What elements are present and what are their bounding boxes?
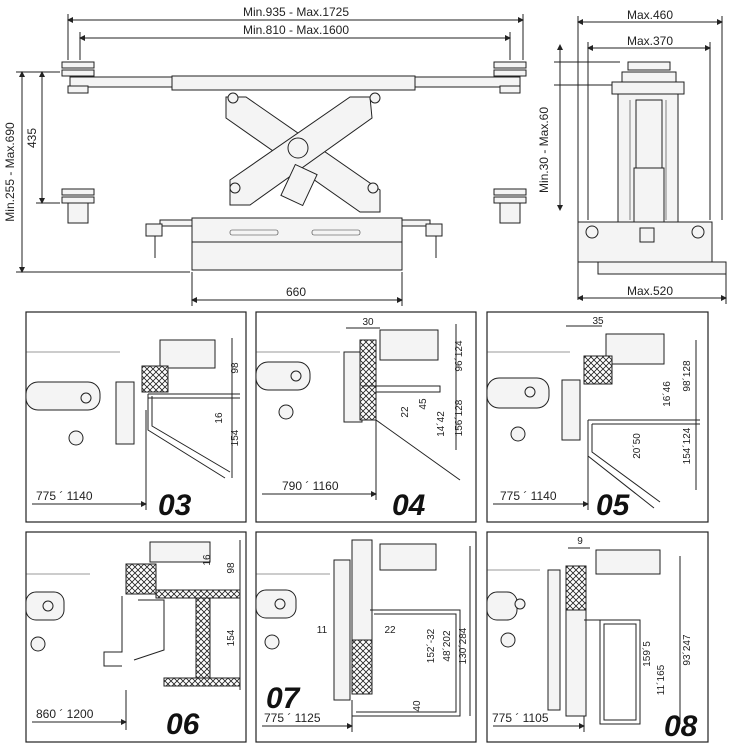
svg-text:11: 11	[317, 625, 328, 636]
svg-text:20´50: 20´50	[631, 433, 643, 459]
svg-text:48´202: 48´202	[441, 630, 453, 662]
bottom-right-pad	[493, 188, 527, 224]
right-foot	[425, 223, 443, 237]
arm-height-label: 435	[25, 128, 39, 148]
svg-text:16: 16	[214, 412, 225, 424]
detail-panel-08: 9 11´165 159´5 93´247 775 ´ 1105 08	[486, 531, 709, 743]
detail-panel-06: 16 98 154 860 ´ 1200 06	[25, 531, 247, 743]
side-base-width-label: Max.520	[627, 284, 673, 298]
svg-text:35: 35	[592, 316, 604, 327]
detail-08-range: 775 ´ 1105	[492, 711, 549, 725]
svg-text:96´124: 96´124	[453, 340, 465, 372]
detail-panel-05: 35 98´128 16´46 20´50 154´124 775 ´ 1140…	[486, 311, 709, 523]
detail-panel-07: 11 22 152´-32 48´202 130´284 40 775 ´ 11…	[255, 531, 477, 743]
svg-text:14´42: 14´42	[435, 411, 447, 437]
side-top-width-label: Max.460	[627, 8, 673, 22]
svg-text:130´284: 130´284	[457, 627, 469, 664]
svg-text:152´-32: 152´-32	[425, 628, 437, 663]
base-housing	[191, 241, 403, 271]
detail-panel-04: 30 96´124 22 45 14´42 156´128 790 ´ 1160…	[255, 311, 477, 523]
rubber-block	[125, 563, 157, 595]
detail-03-range: 775 ´ 1140	[36, 489, 93, 503]
svg-text:156´128: 156´128	[453, 399, 465, 436]
detail-06-label: 06	[166, 708, 200, 741]
upper-frame	[171, 75, 416, 91]
detail-04-label: 04	[392, 489, 426, 522]
detail-05-range: 775 ´ 1140	[500, 489, 557, 503]
top-left-pad	[61, 61, 95, 94]
bottom-left-pad	[61, 188, 95, 224]
pad-span-label: Min.810 - Max.1600	[243, 23, 349, 37]
svg-text:9: 9	[577, 536, 583, 547]
svg-text:154: 154	[226, 629, 237, 646]
rubber-block	[141, 365, 169, 393]
side-top-pad	[627, 61, 671, 71]
base-width-label: 660	[286, 285, 306, 299]
svg-text:16´46: 16´46	[661, 381, 673, 407]
side-pad-height-label: Min.30 - Max.60	[537, 107, 551, 193]
side-view: Max.460 Max.370 Min.30 - Max.60 Max.520	[537, 8, 727, 304]
svg-text:93´247: 93´247	[681, 634, 693, 666]
svg-text:40: 40	[412, 700, 423, 712]
detail-06-range: 860 ´ 1200	[36, 707, 94, 721]
svg-text:98: 98	[230, 362, 241, 374]
top-right-pad	[493, 61, 527, 94]
svg-text:98´128: 98´128	[681, 360, 693, 392]
svg-text:154´124: 154´124	[681, 427, 693, 464]
left-foot	[145, 223, 163, 237]
detail-08-label: 08	[664, 710, 698, 743]
detail-panel-03: 98 16 154 775 ´ 1140 03	[25, 311, 247, 523]
height-range-label: Min.255 - Max.690	[3, 122, 17, 222]
svg-text:11´165: 11´165	[655, 664, 667, 695]
overall-width-label: Min.935 - Max.1725	[243, 5, 349, 19]
svg-text:22: 22	[400, 406, 411, 418]
scissor-mechanism	[225, 92, 381, 213]
main-front-view: Min.935 - Max.1725 Min.810 - Max.1600 Mi…	[3, 5, 527, 306]
svg-text:45: 45	[418, 398, 429, 410]
svg-text:16: 16	[202, 554, 213, 566]
detail-03-label: 03	[158, 489, 192, 522]
svg-text:30: 30	[362, 317, 374, 328]
detail-07-range: 775 ´ 1125	[264, 711, 321, 725]
rubber-block	[359, 339, 377, 421]
svg-text:98: 98	[226, 562, 237, 574]
svg-text:22: 22	[384, 625, 396, 636]
rubber-block	[583, 355, 613, 385]
detail-04-range: 790 ´ 1160	[282, 479, 339, 493]
rubber-block	[565, 565, 587, 611]
detail-07-label: 07	[266, 682, 301, 715]
rubber-block	[351, 639, 373, 695]
side-inner-width-label: Max.370	[627, 34, 673, 48]
base-block	[191, 217, 403, 243]
svg-text:154: 154	[230, 429, 241, 446]
detail-05-label: 05	[596, 489, 631, 522]
svg-text:159´5: 159´5	[641, 641, 653, 667]
